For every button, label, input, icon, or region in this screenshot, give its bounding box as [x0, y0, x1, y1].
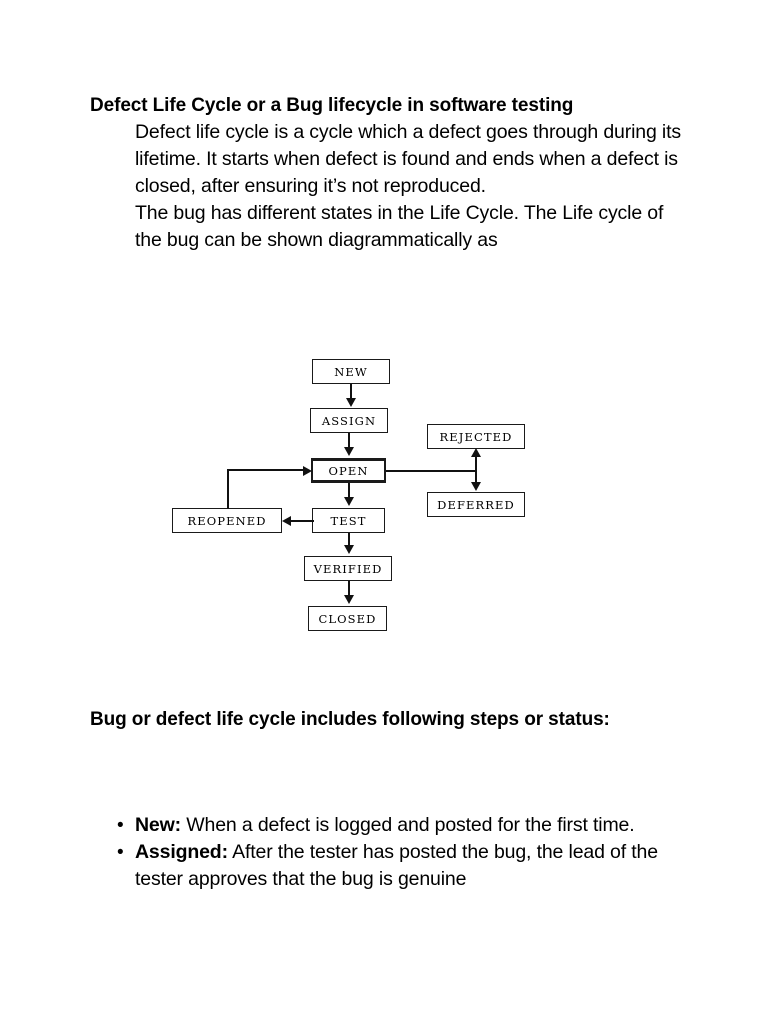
edge-open-deferred-riser: [475, 470, 477, 484]
edge-new-assign-line: [350, 384, 352, 400]
diagram-node-closed: CLOSED: [308, 606, 387, 631]
diagram-node-assign: ASSIGN: [310, 408, 388, 433]
edge-test-verified-arrowhead: [343, 545, 354, 554]
edge-test-verified-line: [348, 533, 350, 547]
edge-assign-open-arrowhead: [343, 447, 354, 456]
intro-block: Defect Life Cycle or a Bug lifecycle in …: [90, 93, 690, 254]
edge-reopened-open-arrowhead: [303, 465, 312, 476]
intro-paragraph-2: The bug has different states in the Life…: [135, 202, 664, 251]
page-title: Defect Life Cycle or a Bug lifecycle in …: [90, 95, 574, 116]
status-description: After the tester has posted the bug, the…: [135, 841, 658, 890]
section-heading: Bug or defect life cycle includes follow…: [90, 709, 610, 730]
status-term: New:: [135, 814, 181, 836]
diagram-node-open: OPEN: [311, 458, 386, 483]
list-item: • New: When a defect is logged and poste…: [90, 812, 690, 839]
edge-assign-open-line: [348, 433, 350, 449]
edge-open-test-line: [348, 483, 350, 499]
defect-lifecycle-diagram: NEW ASSIGN OPEN TEST VERIFIED CLOSED REO…: [0, 340, 768, 650]
diagram-node-rejected: REJECTED: [427, 424, 525, 449]
edge-test-reopened-arrowhead: [282, 515, 291, 526]
edge-verified-closed-arrowhead: [343, 595, 354, 604]
edge-new-assign-arrowhead: [345, 398, 356, 407]
edge-open-rejected-riser: [475, 454, 477, 472]
status-term: Assigned:: [135, 841, 228, 863]
diagram-node-verified: VERIFIED: [304, 556, 392, 581]
diagram-node-reopened: REOPENED: [172, 508, 282, 533]
intro-paragraph-1: Defect life cycle is a cycle which a def…: [135, 121, 681, 197]
status-description: When a defect is logged and posted for t…: [181, 814, 635, 836]
diagram-node-new: NEW: [312, 359, 390, 384]
edge-reopened-open-runner: [227, 469, 305, 471]
diagram-node-deferred: DEFERRED: [427, 492, 525, 517]
diagram-node-test: TEST: [312, 508, 385, 533]
edge-verified-closed-line: [348, 581, 350, 597]
edge-open-deferred-arrowhead: [470, 482, 481, 491]
edge-open-branch-runner: [386, 470, 477, 472]
bullet-icon: •: [117, 815, 124, 836]
bullet-icon: •: [117, 842, 124, 863]
edge-open-test-arrowhead: [343, 497, 354, 506]
list-item: • Assigned: After the tester has posted …: [90, 839, 690, 893]
edge-reopened-open-riser: [227, 469, 229, 509]
edge-test-reopened-line: [290, 520, 314, 522]
edge-open-rejected-arrowhead: [470, 448, 481, 457]
status-list: • New: When a defect is logged and poste…: [90, 812, 690, 893]
